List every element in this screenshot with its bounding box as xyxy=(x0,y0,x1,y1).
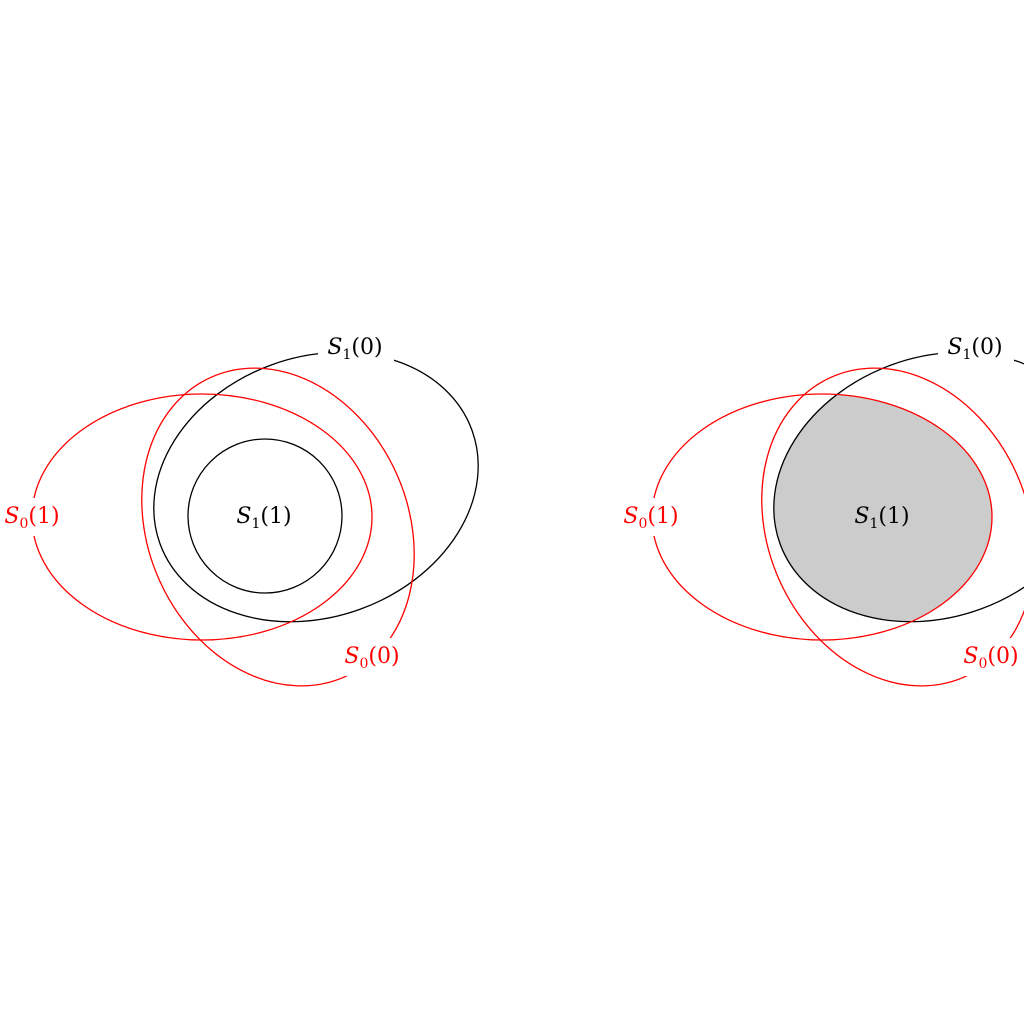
label-s0-1: S0(1) xyxy=(623,504,678,532)
label-s0-0: S0(0) xyxy=(344,644,399,672)
label-s1-1: S1(1) xyxy=(236,504,291,532)
left-panel: S1(0) S1(1) S0(1) S0(0) xyxy=(4,335,479,687)
s1-0-curve xyxy=(773,351,1024,623)
s1-0-curve xyxy=(153,351,479,623)
right-panel: S1(0) S1(1) S0(1) S0(0) xyxy=(623,335,1024,687)
label-s1-0: S1(0) xyxy=(327,335,382,363)
s0-0-curve xyxy=(141,367,415,687)
label-s0-0: S0(0) xyxy=(963,644,1018,672)
s0-1-curve xyxy=(31,393,373,641)
shaded-intersection xyxy=(773,394,992,622)
s1-1-curve xyxy=(187,438,343,594)
s0-0-curve xyxy=(761,367,1024,687)
s0-1-curve xyxy=(651,393,993,641)
label-s1-0: S1(0) xyxy=(947,335,1002,363)
label-s1-1: S1(1) xyxy=(854,504,909,532)
label-s0-1: S0(1) xyxy=(4,504,59,532)
